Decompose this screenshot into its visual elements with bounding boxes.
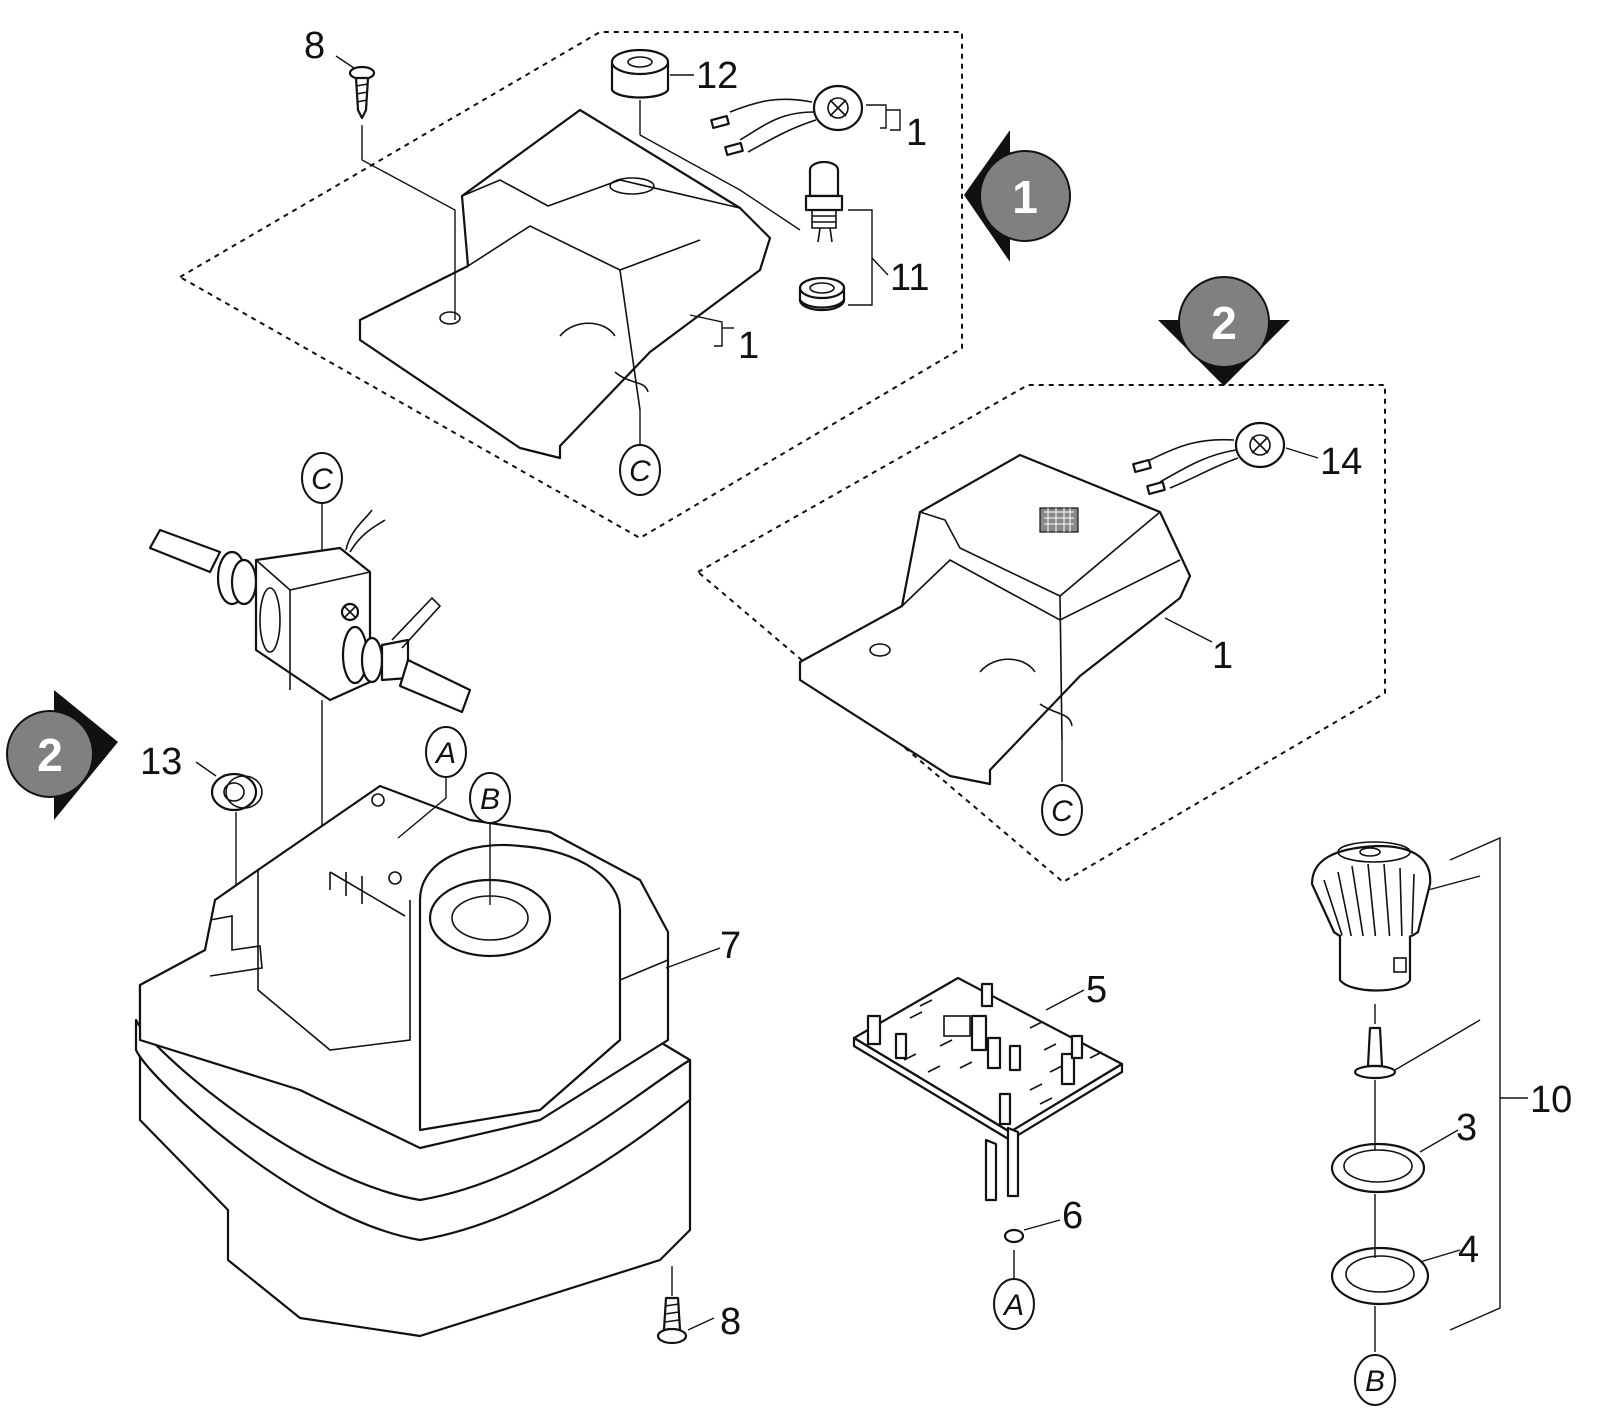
variant-1-badge-number: 1 [1012,171,1038,223]
pump-housing-part-7 [134,784,692,1338]
knob-cap-part-12 [610,48,670,99]
ref-a-housing: A [434,737,456,770]
label-ring-3: 3 [1456,1107,1477,1149]
variant-1-badge: 1 [964,130,1071,262]
label-switch-top: 1 [906,112,927,154]
top-cover-variant-2 [798,453,1192,786]
label-screw-top: 8 [304,25,325,67]
oring-part-6 [1003,1228,1025,1244]
circuit-board-part-5 [852,976,1124,1202]
label-pcb: 5 [1086,969,1107,1011]
variant-2-left-badge: 2 [6,690,118,820]
label-ring-4: 4 [1458,1229,1479,1271]
pushbutton-part-11 [804,160,844,243]
variant-2-badge-number: 2 [1211,297,1237,349]
ref-b-housing: B [480,783,500,816]
screw-top [348,65,376,120]
ref-b-knob: B [1365,1365,1385,1398]
pushbutton-nut [798,276,846,312]
label-grommet: 13 [140,741,182,783]
ref-c-top-cover: C [629,455,651,488]
grommet-part-13 [210,772,263,812]
ref-c-right-cover: C [1051,795,1073,828]
label-cover-right: 1 [1212,635,1233,677]
label-knob-cap: 12 [696,55,738,97]
label-oring-small: 6 [1062,1195,1083,1237]
ring-part-3 [1330,1142,1426,1194]
variant-2-group-outline [696,384,1386,884]
screw-bottom [656,1296,688,1345]
knob-spindle [1353,1026,1397,1080]
variant-2-badge: 2 [1158,276,1290,386]
ref-c-valve: C [311,463,333,496]
label-housing: 7 [720,925,741,967]
label-cover-top: 1 [738,325,759,367]
ring-part-4 [1330,1246,1430,1306]
label-switch-right: 14 [1320,441,1362,483]
label-screw-bottom: 8 [720,1301,741,1343]
micro-switch-part-14 [1132,421,1286,496]
micro-switch-top [710,84,864,157]
variant-2-left-badge-number: 2 [37,729,63,781]
label-kit: 10 [1530,1079,1572,1121]
control-knob [1310,841,1432,992]
ref-a-pcb: A [1002,1289,1024,1322]
top-cover-variant-1 [358,108,772,460]
label-pushbutton: 11 [890,257,929,299]
solenoid-valve [148,509,472,714]
kit-bracket [1449,836,1501,1331]
